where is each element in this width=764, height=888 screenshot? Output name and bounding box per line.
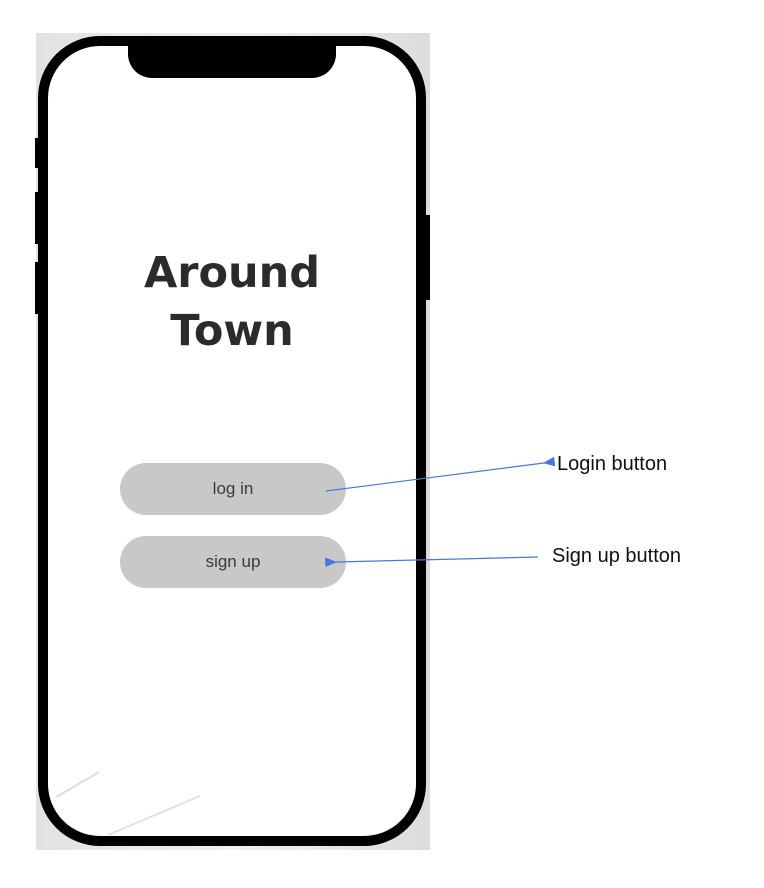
phone-frame: Around Town log in sign up xyxy=(38,36,426,846)
app-title: Around Town xyxy=(48,244,416,360)
annotation-login-label: Login button xyxy=(557,453,668,475)
phone-action-button xyxy=(35,138,39,168)
signup-button[interactable]: sign up xyxy=(120,536,346,588)
phone-power-button xyxy=(426,215,430,300)
annotation-signup-label: Sign up button xyxy=(552,545,681,567)
login-button-label: log in xyxy=(212,479,254,498)
phone-volume-up-button xyxy=(35,192,39,244)
login-button[interactable]: log in xyxy=(120,463,346,515)
phone-notch xyxy=(128,46,336,78)
app-title-line1: Around xyxy=(143,248,321,298)
app-title-line2: Town xyxy=(170,306,294,356)
screen-glare xyxy=(107,795,201,836)
screen-glare xyxy=(55,771,100,798)
signup-button-label: sign up xyxy=(205,552,261,571)
phone-volume-down-button xyxy=(35,262,39,314)
